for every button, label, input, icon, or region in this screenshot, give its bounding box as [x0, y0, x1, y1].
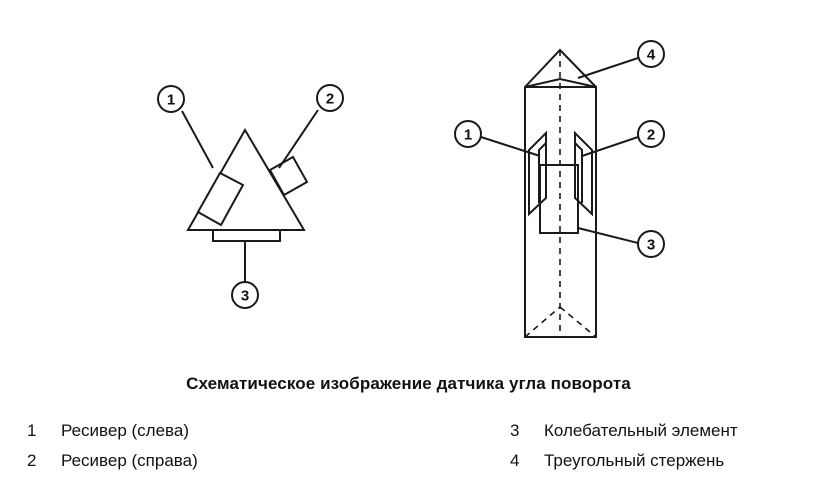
leader-line-3-right: [577, 227, 639, 244]
diagram-caption: Схематическое изображение датчика угла п…: [186, 374, 631, 393]
side-view-schematic: [454, 40, 665, 338]
callout-number-1-right: 1: [464, 127, 472, 144]
callout-circle-3-left: [231, 281, 259, 309]
legend-item-1: 1 Ресивер (слева): [27, 421, 189, 441]
legend-item-3: 3 Колебательный элемент: [510, 421, 738, 441]
legend-number: 2: [27, 451, 37, 470]
legend-number: 3: [510, 421, 520, 440]
legend-number: 4: [510, 451, 520, 470]
legend-text: Колебательный элемент: [544, 421, 738, 440]
leader-line-4-right: [577, 57, 639, 79]
callout-circle-3-right: [637, 230, 665, 258]
legend-item-4: 4 Треугольный стержень: [510, 451, 724, 471]
top-view-schematic: [157, 84, 344, 309]
hidden-edge-bottom-left: [524, 306, 561, 338]
triangle-rod-top-facet: [524, 77, 597, 88]
oscillating-element-side-view: [539, 164, 579, 234]
leader-line-2-left: [278, 109, 319, 169]
leader-line-1-left: [181, 110, 214, 169]
legend-number: 1: [27, 421, 37, 440]
legend-text: Треугольный стержень: [544, 451, 725, 470]
triangle-rod-body: [524, 86, 597, 338]
callout-circle-1-right: [454, 120, 482, 148]
legend-text: Ресивер (справа): [61, 451, 198, 470]
leader-line-2-right: [581, 136, 639, 157]
legend-item-2: 2 Ресивер (справа): [27, 451, 198, 471]
callout-circle-4-right: [637, 40, 665, 68]
callout-number-1-left: 1: [167, 92, 175, 109]
receiver-left-top-view: [196, 171, 245, 227]
hidden-edge-bottom-right: [559, 306, 597, 338]
callout-number-2-left: 2: [326, 91, 334, 108]
callout-circle-2-left: [316, 84, 344, 112]
leader-line-1-right: [480, 136, 541, 157]
legend-text: Ресивер (слева): [61, 421, 190, 440]
oscillating-element-top-view: [212, 229, 281, 242]
callout-number-2-right: 2: [647, 127, 655, 144]
callout-circle-1-left: [157, 85, 185, 113]
sensor-schematic: 1 2 3 1 2 3 4: [157, 40, 665, 338]
callout-number-3-left: 3: [241, 288, 249, 305]
callout-number-4-right: 4: [647, 47, 656, 64]
callout-number-3-right: 3: [647, 237, 655, 254]
callout-circle-2-right: [637, 120, 665, 148]
